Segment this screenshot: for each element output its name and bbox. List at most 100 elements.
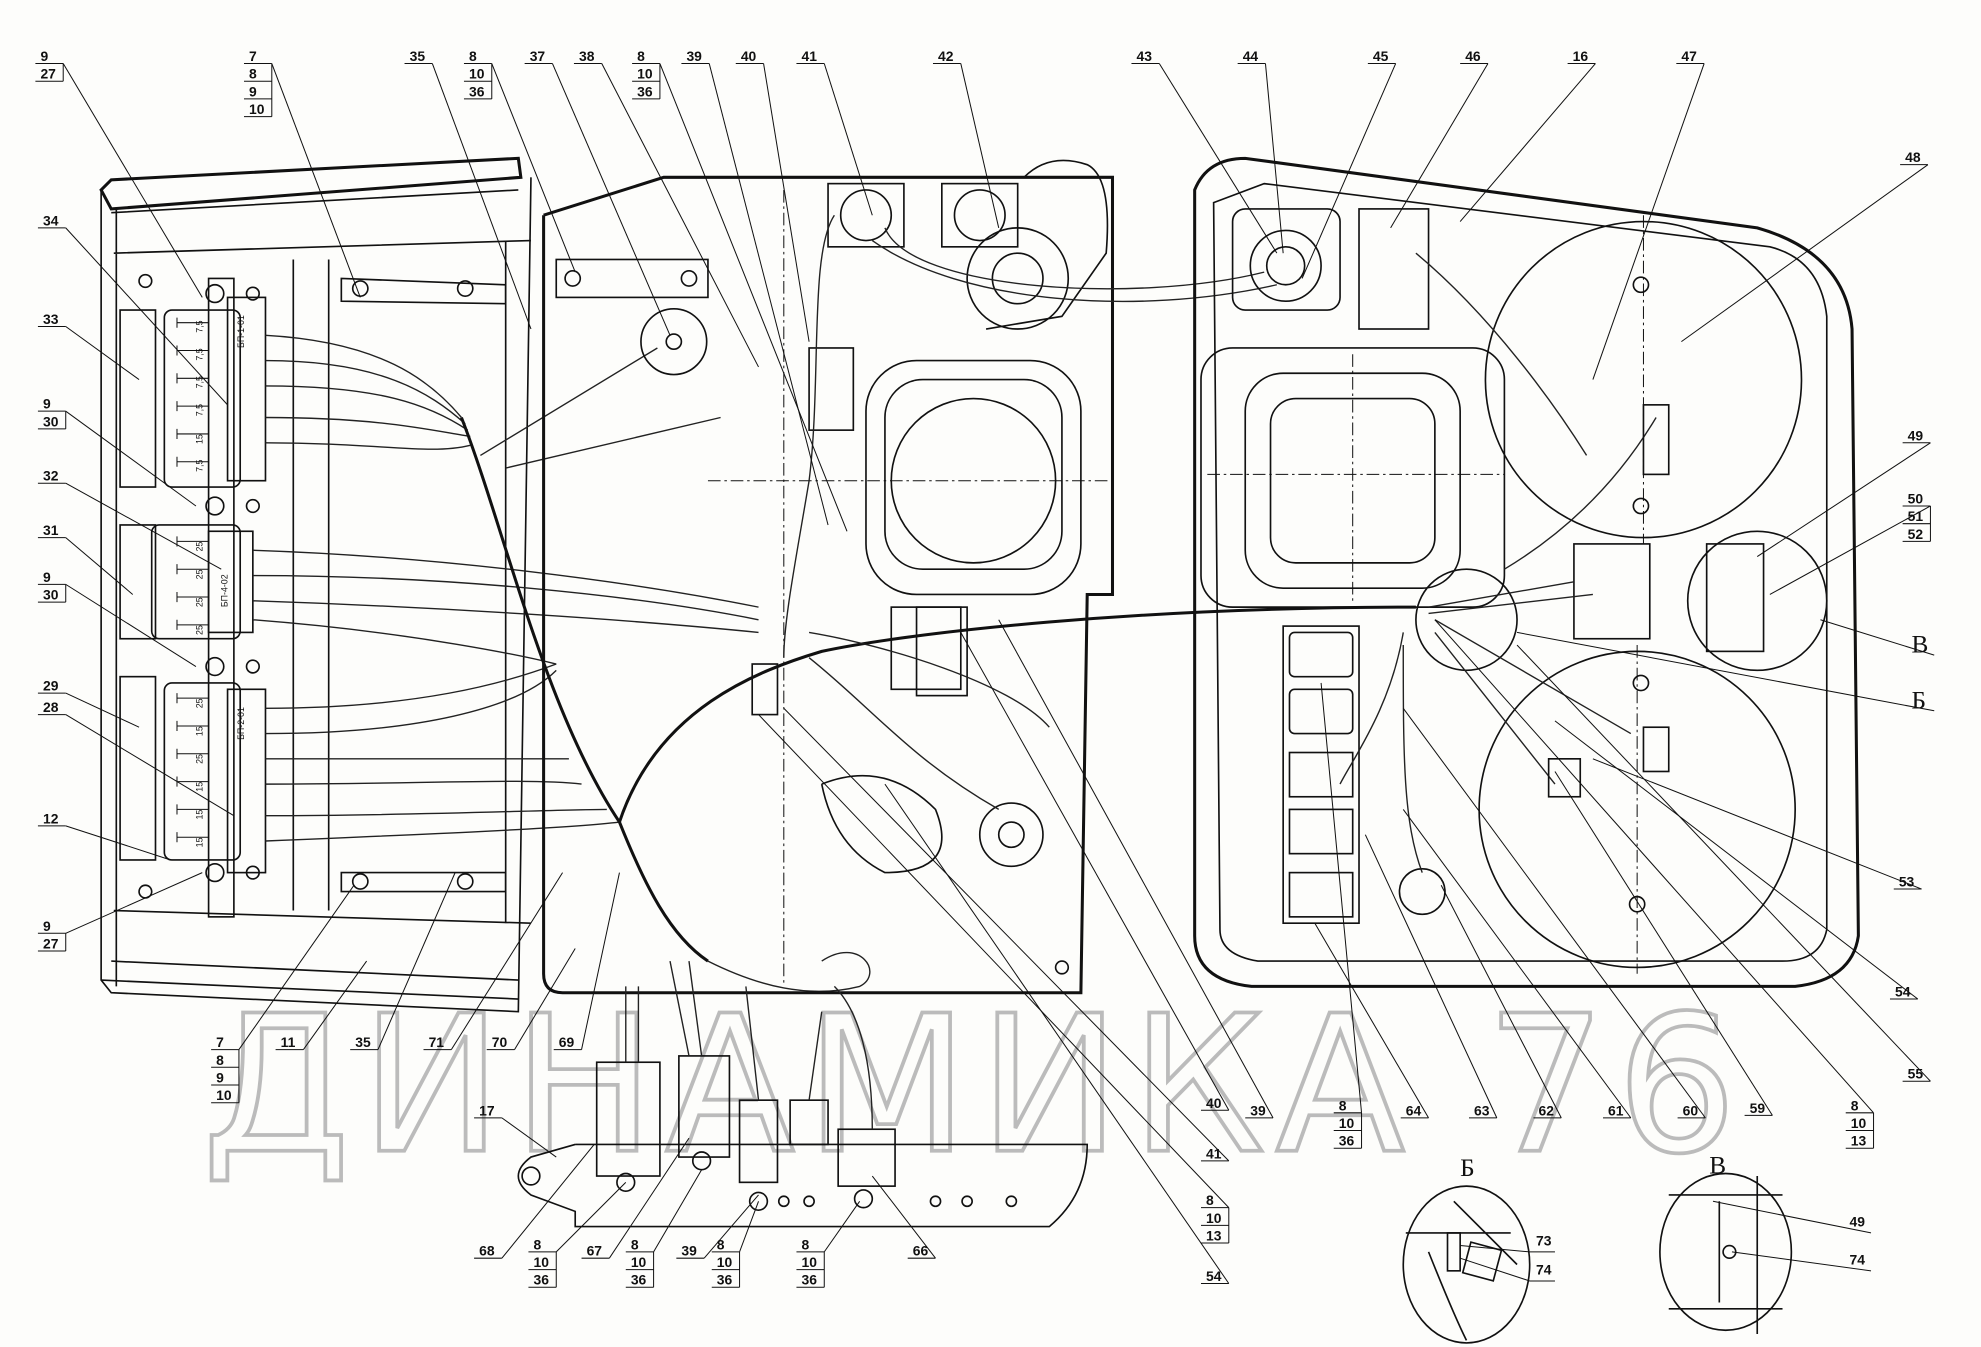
leader-line	[601, 63, 759, 368]
leader-line	[514, 948, 576, 1050]
callout: 16	[1459, 48, 1596, 222]
fuse-rating: 15	[194, 434, 204, 444]
callout: 49	[1756, 427, 1931, 557]
callout-number: 33	[43, 311, 59, 327]
relay-66	[837, 1128, 896, 1187]
leader-line	[65, 692, 140, 728]
callout-number: 42	[938, 48, 954, 64]
callout: 28	[37, 699, 235, 817]
callout-number: 43	[1137, 48, 1153, 64]
middle-panel	[542, 159, 1277, 995]
fuse-rating: 15	[194, 782, 204, 792]
callout: 55	[1516, 644, 1931, 1082]
callout-number: 36	[533, 1272, 549, 1288]
callout-number: 27	[43, 935, 59, 951]
leader-line	[1769, 505, 1931, 595]
callout: 41	[783, 707, 1230, 1162]
callout-number: 51	[1908, 508, 1924, 524]
callout-number: 9	[249, 83, 257, 99]
fuse-rating: 25	[194, 698, 204, 708]
callout-number: 68	[479, 1243, 495, 1259]
callout-number: 39	[681, 1243, 697, 1259]
leader-line	[555, 1181, 627, 1253]
callout-number: 9	[43, 918, 51, 934]
leader-line	[1434, 619, 1874, 1114]
callout-number: 41	[1206, 1145, 1222, 1161]
leader-line	[377, 872, 456, 1050]
callout: 39	[681, 48, 829, 526]
callout-number: 10	[1206, 1210, 1222, 1226]
callout: 54	[1554, 720, 1919, 1000]
callout-number: 28	[43, 699, 59, 715]
leader-line	[65, 227, 228, 406]
callout-number: 54	[1895, 984, 1911, 1000]
relay-68	[595, 1061, 661, 1177]
callout: 32	[37, 468, 222, 570]
callout-number: 36	[717, 1272, 733, 1288]
callout-number: 67	[587, 1243, 603, 1259]
leader-line	[501, 1144, 595, 1259]
callout: 33	[37, 311, 140, 380]
leader-line	[998, 619, 1274, 1119]
callout-number: 69	[559, 1034, 575, 1050]
callout-number: 35	[410, 48, 426, 64]
callout-number: 30	[43, 587, 59, 603]
fuse-rating: 7,5	[194, 348, 204, 360]
callout: 927	[35, 48, 203, 298]
callout-number: 7	[249, 48, 257, 64]
callout-number: 36	[469, 83, 485, 99]
leader-line	[65, 583, 197, 667]
leader-line	[708, 63, 829, 526]
callout: 34	[37, 212, 228, 406]
callout-number: 38	[579, 48, 595, 64]
callout: 35	[350, 872, 456, 1051]
leader-line	[501, 1117, 557, 1158]
leader-line	[65, 482, 222, 570]
watermark-text: ДИНАМИКА 76	[202, 975, 1747, 1196]
fuse-rating: 7,5	[194, 376, 204, 388]
callout-number: 66	[913, 1243, 929, 1259]
leader-line	[871, 1175, 936, 1259]
callout: 54	[884, 783, 1230, 1284]
callout-number: 16	[1573, 48, 1589, 64]
leader-line	[271, 63, 361, 298]
leader-line	[1440, 885, 1562, 1119]
leader-line	[608, 1137, 690, 1259]
leader-line	[1592, 63, 1705, 380]
callout: 45	[1301, 48, 1397, 279]
leader-line	[703, 1194, 759, 1259]
leader-line	[1459, 63, 1596, 222]
callout-number: 48	[1905, 149, 1921, 165]
callout: 40	[735, 48, 810, 342]
callout: 930	[37, 396, 197, 507]
leader-line	[653, 1169, 703, 1253]
callout-number: 13	[1851, 1133, 1867, 1149]
callout-number: Б	[1911, 686, 1926, 714]
connector-label: БП-1-01	[236, 315, 246, 348]
fuse-rating: 25	[194, 625, 204, 635]
leader-line	[1516, 644, 1931, 1082]
callout: 41	[796, 48, 873, 216]
callout-number: 41	[802, 48, 818, 64]
leader-line	[1554, 720, 1919, 1000]
leader-line	[1554, 771, 1773, 1116]
callout: 44	[1237, 48, 1284, 254]
fuse-rating: 25	[194, 569, 204, 579]
callout-number: 17	[479, 1102, 495, 1118]
callout: 67	[581, 1137, 690, 1259]
leader-line	[1820, 619, 1935, 656]
leader-line	[739, 1201, 759, 1253]
callout-number: 10	[717, 1254, 733, 1270]
callout-number: 63	[1474, 1102, 1490, 1118]
callout: 53	[1592, 758, 1922, 890]
callout-number: 29	[43, 678, 59, 694]
callout: 48	[1681, 149, 1929, 343]
right-panel	[1193, 156, 1860, 988]
